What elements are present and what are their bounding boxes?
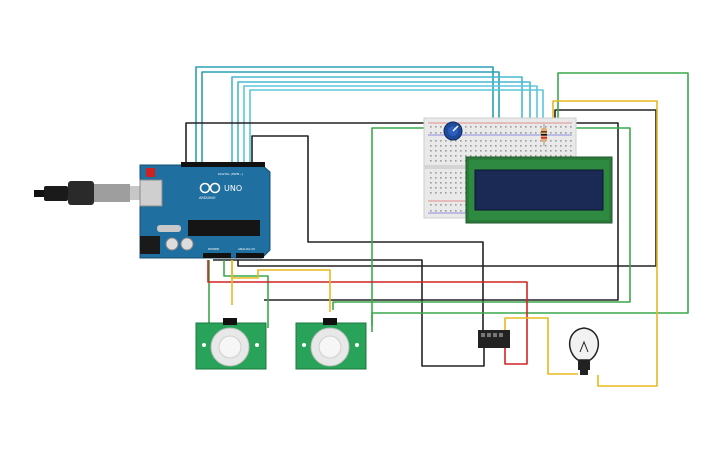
arduino-brand-label: ARDUINO [199,196,216,200]
wire-teal-2[interactable] [201,71,500,163]
arduino-uno-label: UNO [224,184,242,193]
arduino-logo-icon [199,182,221,194]
wire-red-1[interactable] [207,260,528,365]
digital-pins-label: DIGITAL (PWM~) [218,172,243,176]
wire-black-2[interactable] [251,135,484,338]
usb-cable[interactable] [34,181,140,205]
wire-green-4[interactable] [223,260,269,328]
analog-pins-label: ANALOG IN [238,247,255,251]
wire-yellow-4[interactable] [552,100,658,387]
pir-sensor-2[interactable] [295,318,367,370]
analog-header[interactable] [236,253,264,258]
wire-black-1[interactable] [185,122,619,301]
wire-yellow-3[interactable] [504,317,578,375]
wire-teal-5[interactable] [243,85,538,163]
wires [185,66,689,387]
wire-yellow-1[interactable] [231,260,331,312]
pir-sensor-1[interactable] [195,318,267,370]
resistor[interactable] [541,124,547,146]
microcontroller-chip [188,220,260,236]
power-header[interactable] [203,253,231,258]
digital-header[interactable] [181,162,265,167]
power-pins-label: POWER [208,247,219,251]
wire-green-5[interactable] [332,127,631,310]
wire-green-2[interactable] [371,127,430,332]
lcd-screen [474,169,604,211]
relay-module[interactable] [478,330,510,348]
reset-button[interactable] [146,168,155,177]
arduino-board[interactable]: UNO ARDUINO DIGITAL (PWM~) POWER ANALOG … [139,162,271,259]
potentiometer[interactable] [443,121,463,141]
wire-black-3[interactable] [213,259,485,367]
wire-teal-3[interactable] [231,76,523,163]
lcd-display[interactable] [465,156,613,224]
wire-teal-1[interactable] [195,66,494,163]
wire-black-4[interactable] [237,109,657,267]
light-bulb-icon[interactable] [569,327,599,375]
